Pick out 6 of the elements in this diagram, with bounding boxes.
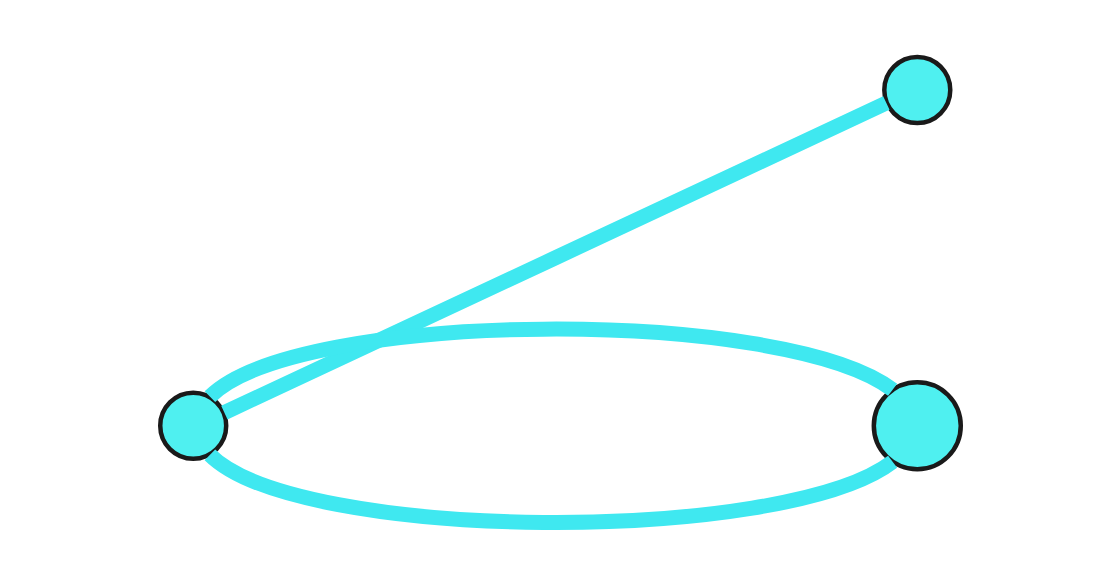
connector <box>220 96 889 420</box>
node-circle <box>157 390 228 461</box>
node-circle <box>871 380 963 472</box>
connector <box>205 321 896 403</box>
node-circle <box>881 54 952 126</box>
connector <box>205 448 896 530</box>
